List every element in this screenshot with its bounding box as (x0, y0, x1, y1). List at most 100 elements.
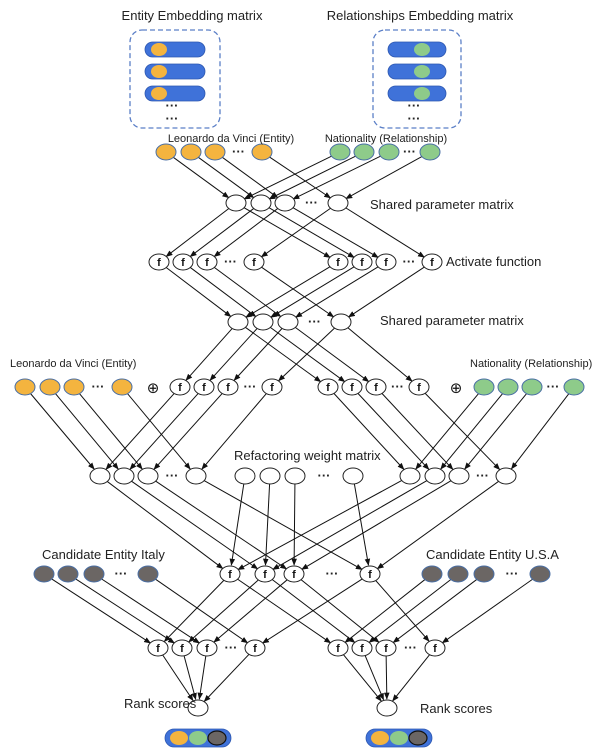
left-triple-candidate (207, 730, 227, 746)
activation-f-label: f (433, 643, 437, 655)
input-relation-node (419, 143, 441, 161)
concat-activation-node (341, 378, 363, 396)
connection-edge (267, 206, 355, 258)
relation-embedding-cell (414, 43, 430, 56)
refactor-weight-node-ellipsis: ··· (318, 468, 331, 483)
candidate-usa-node (447, 565, 469, 583)
refactor-input-node (495, 467, 517, 485)
refactor-activation-node (254, 565, 276, 583)
concat-relation-node (521, 378, 543, 396)
rank-score-node-left (187, 699, 209, 717)
connection-edge (202, 479, 363, 571)
connection-edge (511, 393, 570, 470)
concat-activation-node-ellipsis: ··· (391, 379, 404, 394)
score-activation-node-ellipsis: ··· (225, 640, 238, 655)
input-entity-node (180, 143, 202, 161)
activation-f-label: f (350, 382, 354, 394)
right-triple-candidate (408, 730, 428, 746)
activation-f-label: f (336, 257, 340, 269)
concat-entity-node (39, 378, 61, 396)
concat-entity-node (14, 378, 36, 396)
connection-edge (29, 392, 95, 470)
connection-edge (441, 578, 534, 644)
connection-edge (392, 653, 431, 702)
activation-f-label: f (270, 382, 274, 394)
connection-edge (154, 578, 249, 644)
refactor-activation-node (283, 565, 305, 583)
connection-edge (260, 207, 332, 258)
rank-score-node-right (376, 699, 398, 717)
connection-edge (260, 266, 335, 318)
refactor-weight-node (259, 467, 281, 485)
candidate-italy-node (137, 565, 159, 583)
candidate-usa-node-ellipsis: ··· (506, 566, 519, 581)
input-relation-node (378, 143, 400, 161)
activation-f-label: f (263, 569, 267, 581)
score-activation-node-ellipsis: ··· (404, 640, 417, 655)
entity-embedding-cell (151, 87, 167, 100)
connection-edge (270, 265, 356, 318)
connection-edge (154, 480, 288, 570)
relationships-embedding-matrix-title: Relationships Embedding matrix (327, 8, 514, 23)
activation-f-label: f (181, 257, 185, 269)
input-relation-node-ellipsis: ··· (403, 144, 416, 159)
refactor-input-node (137, 467, 159, 485)
activation-f-label: f (180, 643, 184, 655)
connection-edge (130, 480, 259, 570)
connection-edge (54, 392, 119, 470)
shared-parameter-matrix-label-1: Shared parameter matrix (370, 197, 514, 212)
relation-matrix-ellipsis-1: ··· (408, 98, 421, 113)
connection-edge (221, 156, 279, 199)
score-activation-node (424, 639, 446, 657)
connection-edge (185, 327, 234, 381)
activation-f-label: f (253, 643, 257, 655)
score-activation-node (244, 639, 266, 657)
connection-edge (233, 327, 283, 381)
connection-edge (237, 479, 404, 571)
connection-edge (188, 578, 260, 643)
connection-edge (209, 327, 258, 381)
connection-edge (244, 326, 322, 383)
connection-edge (291, 483, 297, 566)
connection-edge (213, 266, 282, 318)
concat-activation-node-ellipsis: ··· (244, 379, 257, 394)
connection-edge (357, 392, 430, 470)
candidate-usa-node (421, 565, 443, 583)
score-activation-node (327, 639, 349, 657)
connection-edge (213, 578, 289, 643)
shared-param-node-2 (227, 313, 249, 331)
candidate-italy-node (83, 565, 105, 583)
connection-edge (368, 578, 452, 643)
concat-activation-node (408, 378, 430, 396)
connection-edge (344, 206, 425, 258)
score-activation-node (351, 639, 373, 657)
activation-f-label: f (156, 643, 160, 655)
input-entity-node (155, 143, 177, 161)
concat-activation-node (365, 378, 387, 396)
refactoring-weight-matrix-label: Refactoring weight matrix (234, 448, 381, 463)
connection-edge (106, 480, 224, 570)
connection-edge (105, 392, 176, 470)
activation-f-label: f (226, 382, 230, 394)
connection-edge (294, 326, 370, 383)
refactor-input-node (424, 467, 446, 485)
activation-node (172, 253, 194, 271)
entity-matrix-border (129, 29, 221, 129)
shared-param-node (327, 194, 349, 212)
concat-operator-left: ⊕ (147, 379, 160, 397)
input-relation-label: Nationality (Relationship) (325, 133, 447, 145)
concat-activation-node (193, 378, 215, 396)
connection-edge (374, 579, 430, 642)
score-activation-node (375, 639, 397, 657)
connection-edge (236, 578, 332, 644)
connection-edge (165, 207, 230, 257)
shared-param-node (225, 194, 247, 212)
refactor-weight-node (234, 467, 256, 485)
connection-edge (197, 655, 207, 700)
activation-f-label: f (292, 569, 296, 581)
shared-param-node-2 (252, 313, 274, 331)
connection-edge (78, 392, 143, 470)
connection-edge (440, 392, 504, 470)
